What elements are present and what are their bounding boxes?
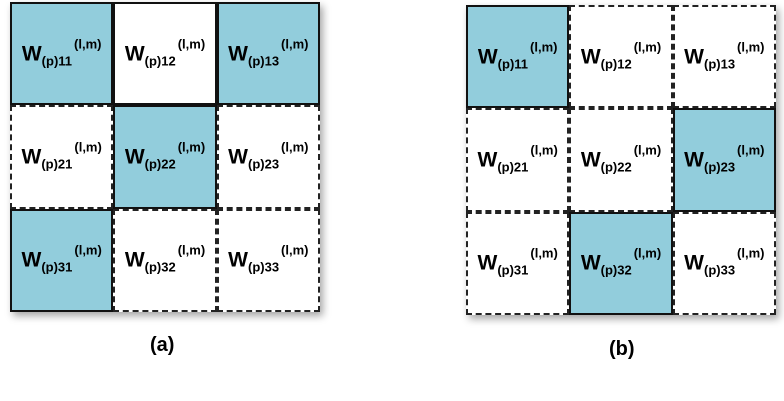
cell-highlighted: W(p)22(l,m) — [113, 105, 217, 209]
weight-label: W(p)13(l,m) — [684, 39, 765, 72]
weight-grid-a: W(p)11(l,m) W(p)12(l,m) W(p)13(l,m) W(p)… — [10, 2, 320, 312]
weight-label: W(p)32(l,m) — [124, 242, 206, 275]
cell-highlighted: W(p)23(l,m) — [672, 108, 776, 212]
cell: W(p)31(l,m) — [466, 211, 570, 315]
cell: W(p)32(l,m) — [113, 208, 217, 312]
weight-label: W(p)12(l,m) — [580, 39, 662, 72]
cell: W(p)21(l,m) — [466, 108, 570, 212]
weight-label: W(p)11(l,m) — [21, 36, 102, 69]
weight-label: W(p)12(l,m) — [124, 36, 206, 69]
caption-b: (b) — [609, 338, 635, 360]
cell-highlighted: W(p)31(l,m) — [10, 208, 114, 312]
cell: W(p)22(l,m) — [569, 108, 673, 212]
weight-grid-b: W(p)11(l,m) W(p)12(l,m) W(p)13(l,m) W(p)… — [466, 5, 776, 315]
weight-label: W(p)31(l,m) — [21, 242, 102, 275]
cell: W(p)12(l,m) — [113, 2, 217, 106]
weight-label: W(p)21(l,m) — [477, 142, 558, 175]
cell-highlighted: W(p)13(l,m) — [216, 2, 320, 106]
cell-highlighted: W(p)11(l,m) — [10, 2, 114, 106]
weight-label: W(p)22(l,m) — [124, 139, 206, 172]
weight-label: W(p)22(l,m) — [580, 142, 662, 175]
caption-a: (a) — [150, 334, 175, 356]
weight-label: W(p)13(l,m) — [228, 36, 309, 69]
weight-label: W(p)33(l,m) — [684, 245, 765, 278]
weight-label: W(p)33(l,m) — [228, 242, 309, 275]
weight-label: W(p)32(l,m) — [580, 245, 662, 278]
weight-label: W(p)23(l,m) — [684, 142, 765, 175]
cell: W(p)21(l,m) — [10, 105, 114, 209]
cell: W(p)12(l,m) — [569, 5, 673, 109]
cell-highlighted: W(p)11(l,m) — [466, 5, 570, 109]
weight-label: W(p)21(l,m) — [21, 139, 102, 172]
weight-label: W(p)23(l,m) — [228, 139, 309, 172]
cell: W(p)33(l,m) — [672, 211, 776, 315]
cell: W(p)33(l,m) — [216, 208, 320, 312]
cell: W(p)23(l,m) — [216, 105, 320, 209]
weight-label: W(p)11(l,m) — [477, 39, 558, 72]
cell-highlighted: W(p)32(l,m) — [569, 211, 673, 315]
weight-label: W(p)31(l,m) — [477, 245, 558, 278]
cell: W(p)13(l,m) — [672, 5, 776, 109]
